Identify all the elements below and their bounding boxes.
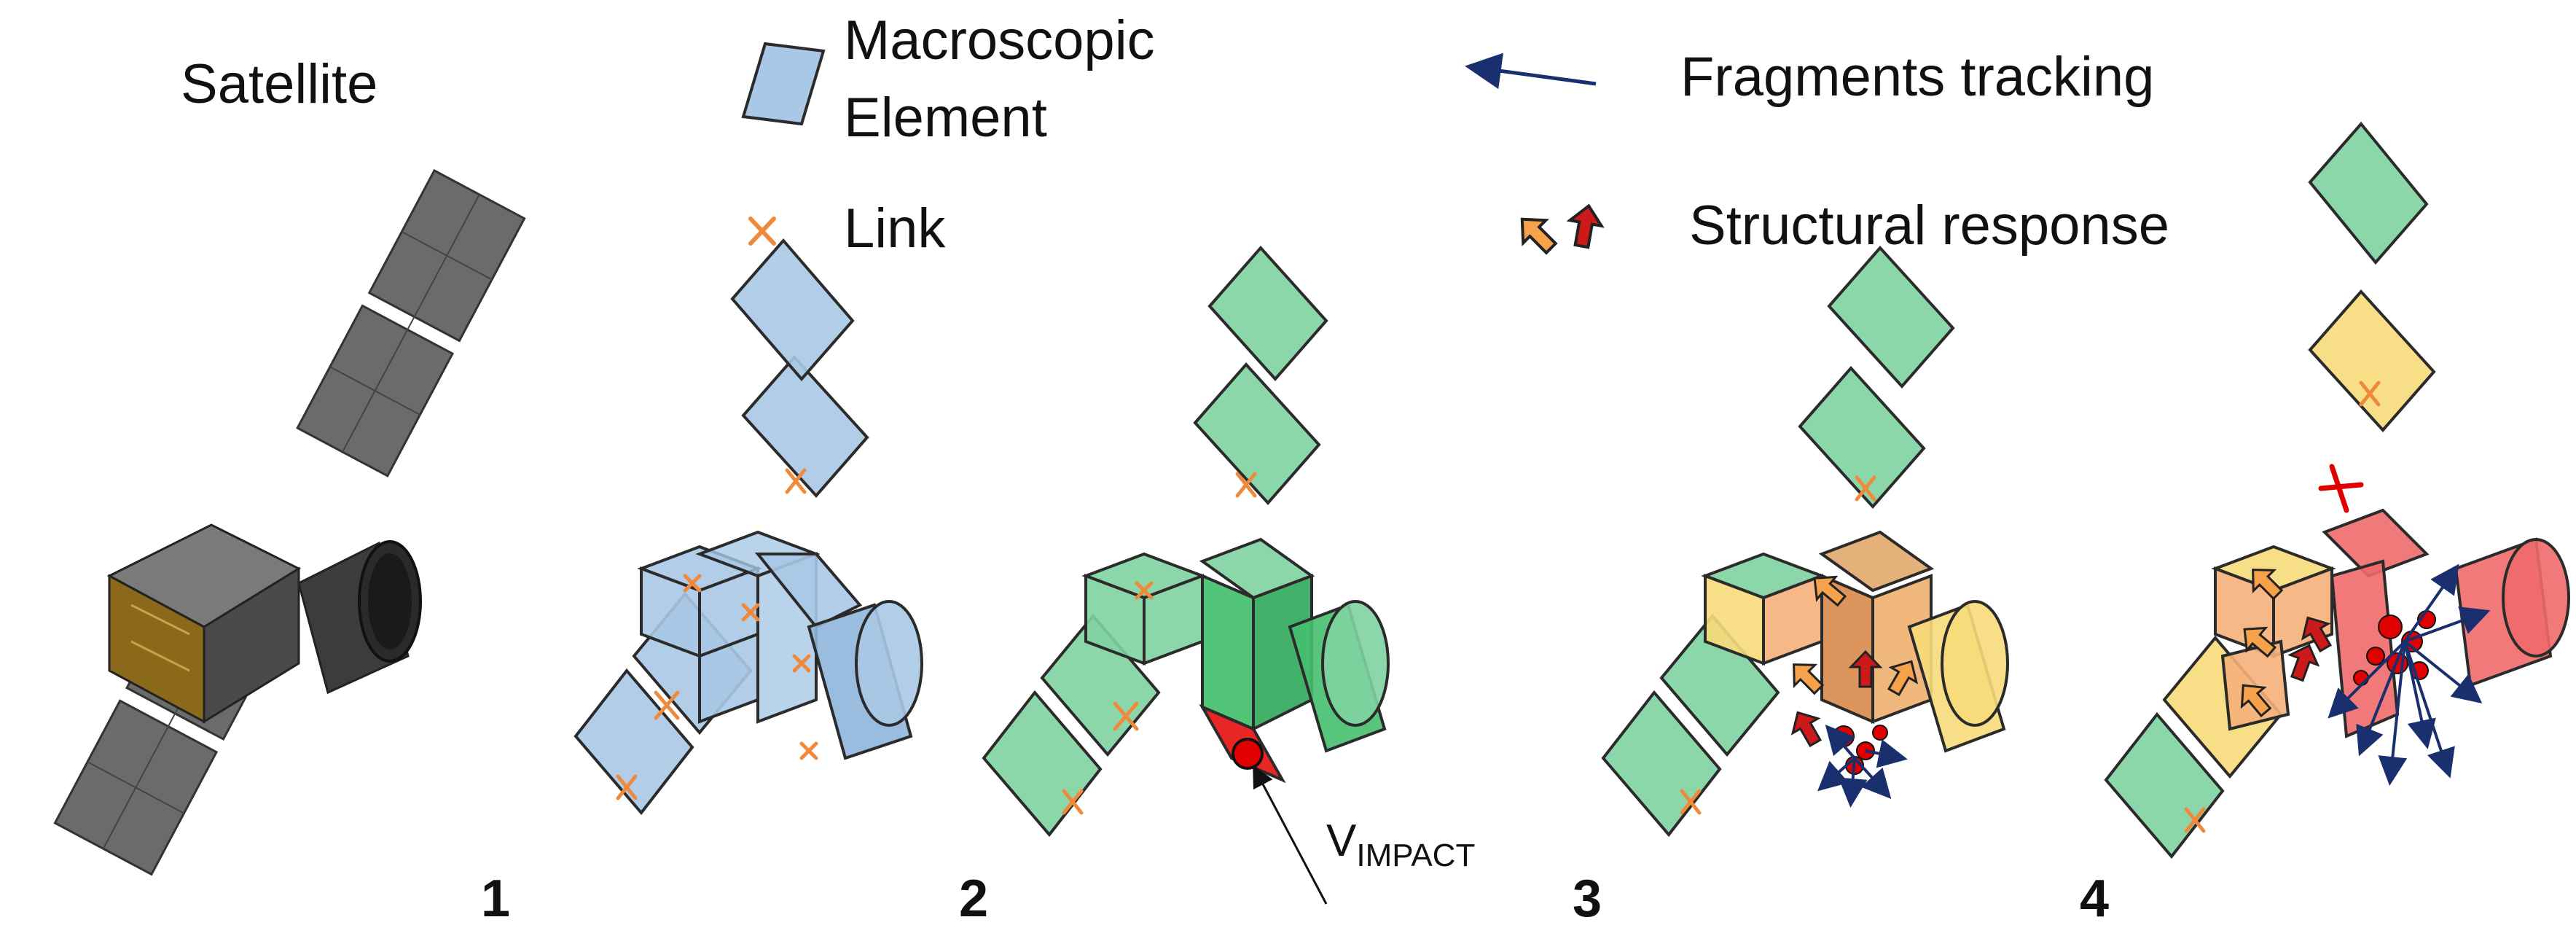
step4-fragments [2328, 563, 2491, 786]
structural-response-arrows-icon [1520, 203, 1605, 255]
legend-macroscopic-label-line2: Element [844, 87, 1047, 149]
impact-point [1232, 738, 1328, 905]
satellite-icon [53, 168, 526, 876]
legend-macroscopic-label-line1: Macroscopic [844, 9, 1155, 71]
step-number-4: 4 [2080, 870, 2110, 928]
step-number-1: 1 [481, 870, 511, 928]
step4-structural-arrows [2240, 569, 2332, 718]
impact-velocity-symbol: V [1326, 816, 1357, 866]
step1-model [573, 238, 923, 816]
step2-links [1062, 472, 1257, 815]
step3-model [1601, 245, 2009, 838]
step3-structural-arrows [1790, 575, 1919, 748]
legend-satellite-label: Satellite [181, 53, 378, 115]
step3-links [1680, 475, 1876, 815]
step-number-2: 2 [959, 870, 989, 928]
macroscopic-element-icon [741, 42, 826, 126]
step1-links [616, 468, 818, 800]
legend-structural-label: Structural response [1689, 195, 2169, 257]
legend-link-label: Link [844, 198, 946, 260]
impact-velocity-subscript: IMPACT [1356, 838, 1476, 873]
step3-fragments [1817, 724, 1908, 808]
step4-links [2184, 381, 2381, 833]
step4-broken-link-icon [2318, 464, 2364, 513]
link-cross-icon [748, 217, 776, 246]
impact-velocity-label: VIMPACT [1326, 816, 1475, 873]
legend-fragments-label: Fragments tracking [1680, 46, 2155, 108]
fragment-arrow-icon [1465, 52, 1597, 90]
step2-model [982, 245, 1390, 838]
step-number-3: 3 [1573, 870, 1602, 928]
